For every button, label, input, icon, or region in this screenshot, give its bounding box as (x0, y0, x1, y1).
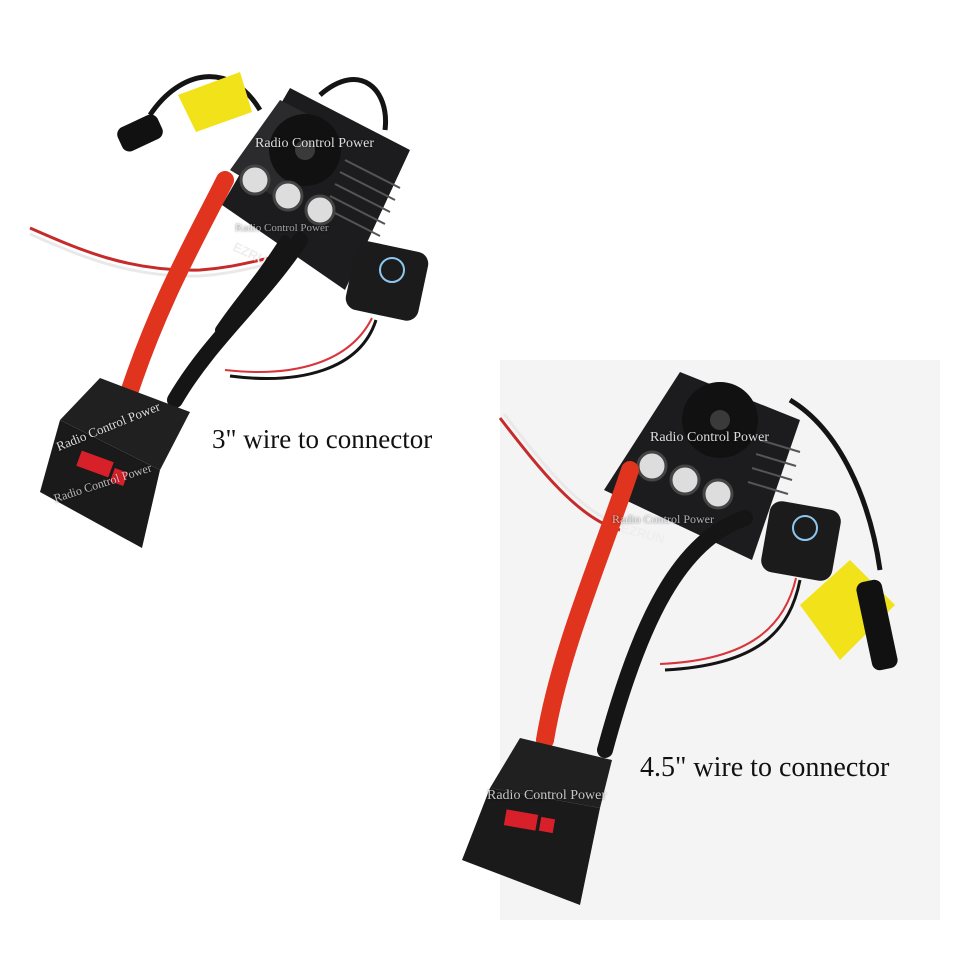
red-power-wire (536, 461, 639, 749)
capacitor (239, 164, 271, 196)
watermark: Radio Control Power (612, 512, 714, 526)
battery-connector (40, 420, 160, 548)
watermark: Radio Control Power (487, 788, 606, 803)
capacitor (304, 194, 336, 226)
power-icon (792, 515, 818, 541)
battery-connector-cap (490, 738, 612, 808)
switch-wire (229, 319, 378, 380)
black-power-wire (597, 510, 753, 758)
battery-connector-cap (60, 378, 190, 470)
caption-long-wire: 4.5" wire to connector (640, 752, 890, 783)
connector-label (76, 450, 114, 478)
warning-tag (178, 72, 252, 132)
switch-wire (224, 317, 373, 373)
capacitor (636, 450, 668, 482)
signal-wire (29, 232, 271, 278)
red-power-wire (121, 171, 234, 399)
caption-short-wire: 3" wire to connector (212, 424, 433, 454)
watermark: Radio Control Power (255, 136, 374, 151)
watermark: Radio Control Power (235, 222, 329, 234)
capacitor (669, 464, 701, 496)
switch-wire (664, 579, 802, 672)
sensor-wire (788, 397, 883, 571)
capacitor (702, 478, 734, 510)
esc-unit-short-wire: EZRUN (29, 72, 429, 548)
power-icon (379, 257, 405, 283)
watermark: Radio Control Power (650, 430, 769, 445)
power-switch (761, 501, 841, 581)
esc-unit-long-wire: EZRUN (462, 372, 898, 905)
switch-wire (659, 577, 797, 665)
sensor-wire (318, 77, 389, 131)
black-power-wire (167, 232, 308, 408)
capacitor (272, 180, 304, 212)
battery-connector (462, 788, 600, 905)
sensor-plug (856, 579, 898, 671)
sensor-wire (147, 74, 263, 117)
sensor-plug (117, 114, 163, 152)
connector-label (503, 809, 539, 831)
